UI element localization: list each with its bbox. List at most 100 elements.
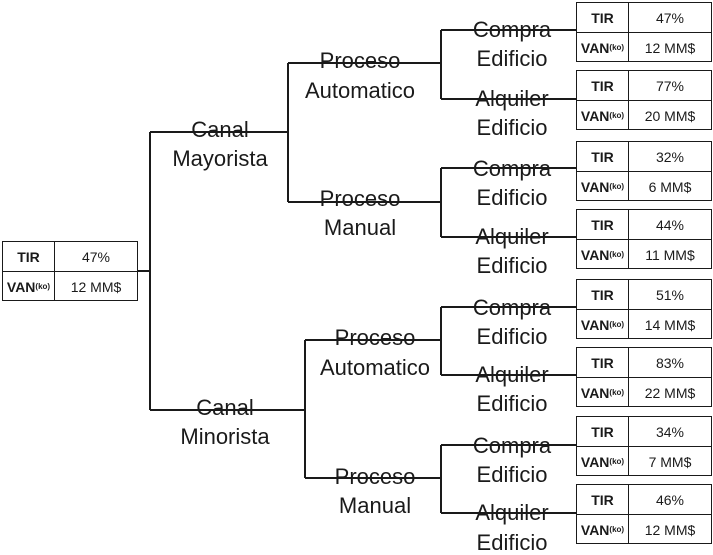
channel-label-1: Canal [196,395,254,420]
tir-key: TIR [577,348,629,377]
van-key: VAN(ko) [577,172,629,201]
channel-label-1-line2: Minorista [180,424,270,449]
van-value: 6 MM$ [648,178,692,195]
tir-key: TIR [577,142,629,171]
van-value: 11 MM$ [645,246,695,263]
option-label-1-1-0-line2: Edificio [476,462,548,487]
process-label-1-0: Proceso [334,325,416,350]
option-label-1-0-0: Compra [472,295,552,320]
option-label-1-1-1-line2: Edificio [476,530,548,555]
tir-key: TIR [577,485,629,514]
root-metrics-box: TIR 47% VAN(ko) 12 MM$ [2,241,138,301]
van-key: VAN(ko) [577,101,629,130]
van-row: VAN(ko) 11 MM$ [577,239,711,269]
tir-row: TIR 77% [577,71,711,100]
van-key: VAN(ko) [577,33,629,62]
tir-value: 47% [655,9,685,26]
option-label-0-1-1: Alquiler [475,224,549,249]
option-label-0-1-0: Compra [472,156,552,181]
option-label-1-1-1: Alquiler [475,500,549,525]
van-key: VAN(ko) [577,310,629,339]
tir-row: TIR 47% [577,3,711,32]
option-metrics-box-0-0-0: TIR 47% VAN(ko) 12 MM$ [576,2,712,62]
option-label-0-1-1-line2: Edificio [476,253,548,278]
process-label-1-0-line2: Automatico [319,355,431,380]
tir-row: TIR 44% [577,210,711,239]
tir-value: 44% [655,216,685,233]
tir-key: TIR [577,417,629,446]
van-subscript: (ko) [609,111,625,120]
van-key: VAN(ko) [577,447,629,476]
process-label-0-0-line2: Automatico [304,78,416,103]
tir-key: TIR [577,280,629,309]
tir-key: TIR [577,71,629,100]
channel-label-0: Canal [191,117,249,142]
option-label-0-0-1-line2: Edificio [476,115,548,140]
van-value: 7 MM$ [648,453,692,470]
option-label-1-0-0-line2: Edificio [476,324,548,349]
tir-value: 32% [655,148,685,165]
van-key: VAN(ko) [3,272,55,301]
van-key: VAN(ko) [577,378,629,407]
tir-value: 34% [655,423,685,440]
option-metrics-box-1-0-1: TIR 83% VAN(ko) 22 MM$ [576,347,712,407]
option-label-0-0-0-line2: Edificio [476,46,548,71]
process-label-0-1: Proceso [319,186,401,211]
option-label-1-0-1-line2: Edificio [476,391,548,416]
van-subscript: (ko) [609,182,625,191]
van-subscript: (ko) [609,525,625,534]
tir-key: TIR [577,210,629,239]
van-value: 12 MM$ [644,39,696,56]
van-key: VAN(ko) [577,240,629,269]
tir-row: TIR 46% [577,485,711,514]
van-row: VAN(ko) 14 MM$ [577,309,711,339]
option-metrics-box-1-1-0: TIR 34% VAN(ko) 7 MM$ [576,416,712,476]
van-row: VAN(ko) 20 MM$ [577,100,711,130]
option-label-0-0-1: Alquiler [475,86,549,111]
tir-value: 46% [655,491,685,508]
van-value: 14 MM$ [644,316,696,333]
option-metrics-box-0-0-1: TIR 77% VAN(ko) 20 MM$ [576,70,712,130]
option-metrics-box-0-1-1: TIR 44% VAN(ko) 11 MM$ [576,209,712,269]
van-subscript: (ko) [609,320,625,329]
tir-row: TIR 34% [577,417,711,446]
van-value: 12 MM$ [70,278,122,295]
van-row: VAN(ko) 12 MM$ [3,271,137,301]
tir-value: 83% [655,354,685,371]
process-label-0-0: Proceso [319,48,401,73]
option-metrics-box-1-1-1: TIR 46% VAN(ko) 12 MM$ [576,484,712,544]
van-subscript: (ko) [609,43,625,52]
van-subscript: (ko) [609,457,625,466]
tir-key: TIR [577,3,629,32]
van-value: 22 MM$ [644,384,696,401]
option-metrics-box-0-1-0: TIR 32% VAN(ko) 6 MM$ [576,141,712,201]
tir-row: TIR 83% [577,348,711,377]
van-value: 12 MM$ [644,521,696,538]
option-label-1-1-0: Compra [472,433,552,458]
van-subscript: (ko) [35,282,51,291]
process-label-1-1-line2: Manual [338,493,412,518]
tir-value: 51% [655,286,685,303]
van-key: VAN(ko) [577,515,629,544]
option-label-0-1-0-line2: Edificio [476,185,548,210]
van-row: VAN(ko) 7 MM$ [577,446,711,476]
van-row: VAN(ko) 12 MM$ [577,32,711,62]
van-subscript: (ko) [609,388,625,397]
tir-row: TIR 32% [577,142,711,171]
van-row: VAN(ko) 22 MM$ [577,377,711,407]
tir-value: 77% [655,77,685,94]
channel-label-0-line2: Mayorista [172,146,268,171]
option-metrics-box-1-0-0: TIR 51% VAN(ko) 14 MM$ [576,279,712,339]
option-label-1-0-1: Alquiler [475,362,549,387]
tir-value: 47% [81,248,111,265]
tir-row: TIR 51% [577,280,711,309]
tir-key: TIR [3,242,55,271]
option-label-0-0-0: Compra [472,17,552,42]
van-row: VAN(ko) 6 MM$ [577,171,711,201]
van-subscript: (ko) [609,250,625,259]
process-label-1-1: Proceso [334,464,416,489]
tir-row: TIR 47% [3,242,137,271]
van-value: 20 MM$ [644,107,696,124]
van-row: VAN(ko) 12 MM$ [577,514,711,544]
